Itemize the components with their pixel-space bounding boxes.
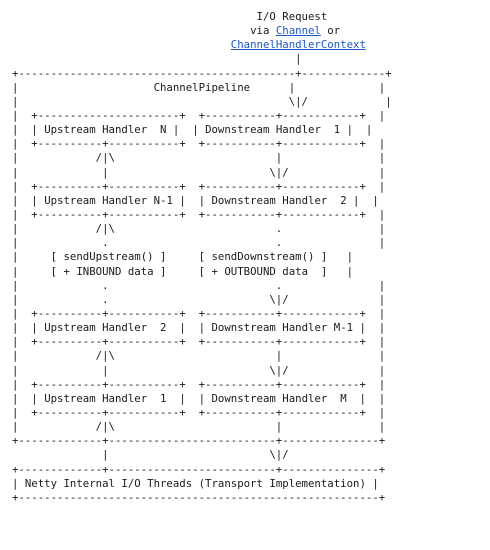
transport-border-top: +-------------+-------------------------…: [12, 462, 386, 476]
upstream-handler-1: Upstream Handler 1: [44, 391, 167, 405]
pipeline-row: | | \|/ |: [12, 165, 386, 179]
pipeline-border-top: +---------------------------------------…: [12, 66, 392, 80]
upstream-handler-n-1: Upstream Handler N-1: [44, 193, 173, 207]
pipeline-border-bottom: +-------------+-------------------------…: [12, 434, 386, 448]
pipeline-row: | +----------+-----------+ +-----------+…: [12, 179, 386, 193]
request-line-2-prefix: via: [250, 24, 276, 38]
pipeline-row: | +----------+-----------+ +-----------+…: [12, 335, 386, 349]
request-line-2-suffix: or: [320, 24, 341, 38]
pipeline-row: | +----------------------+ +-----------+…: [12, 108, 386, 122]
pipeline-row: | +----------+-----------+ +-----------+…: [12, 405, 386, 419]
downstream-annotation-line-2: [ + OUTBOUND data ]: [198, 264, 328, 278]
pipeline-row: | +----------+-----------+ +-----------+…: [12, 207, 386, 221]
pipeline-row: | /|\ | |: [12, 349, 386, 363]
downstream-annotation-line-1: [ sendDownstream() ]: [198, 250, 328, 264]
pipeline-row: | . . |: [12, 236, 386, 250]
pipeline-row: | /|\ . |: [12, 222, 386, 236]
transport-arrows: | \|/: [12, 448, 289, 462]
transport-border-bottom: +---------------------------------------…: [12, 490, 386, 504]
pipeline-row: | +----------+-----------+ +-----------+…: [12, 137, 386, 151]
downstream-handler-m: Downstream Handler M: [211, 391, 347, 405]
transport-label: Netty Internal I/O Threads (Transport Im…: [24, 476, 366, 490]
downstream-handler-m-1: Downstream Handler M-1: [211, 321, 354, 335]
pipeline-row: | \|/ |: [12, 94, 392, 108]
pipeline-row: | | \|/ |: [12, 363, 386, 377]
channel-handler-context-link[interactable]: ChannelHandlerContext: [230, 38, 366, 52]
pipeline-row: | +----------+-----------+ +-----------+…: [12, 306, 386, 320]
request-arrow-stem: |: [12, 52, 302, 66]
channel-link[interactable]: Channel: [275, 24, 321, 38]
upstream-annotation-line-2: [ + INBOUND data ]: [50, 264, 167, 278]
downstream-handler-2: Downstream Handler 2: [211, 193, 347, 207]
pipeline-row: | /|\ | |: [12, 151, 386, 165]
pipeline-row: | +----------+-----------+ +-----------+…: [12, 377, 386, 391]
request-line-1: I/O Request: [256, 10, 328, 23]
upstream-annotation-line-1: [ sendUpstream() ]: [50, 250, 167, 264]
pipeline-row: | . \|/ |: [12, 292, 386, 306]
channel-pipeline-diagram: I/O Request via Channel or ChannelHandle…: [12, 10, 392, 504]
pipeline-row: | . . |: [12, 278, 386, 292]
pipeline-row: | /|\ | |: [12, 420, 386, 434]
pipeline-title: ChannelPipeline: [153, 80, 251, 94]
downstream-handler-1: Downstream Handler 1: [205, 123, 341, 137]
upstream-handler-n: Upstream Handler N: [44, 123, 167, 137]
upstream-handler-2: Upstream Handler 2: [44, 321, 167, 335]
